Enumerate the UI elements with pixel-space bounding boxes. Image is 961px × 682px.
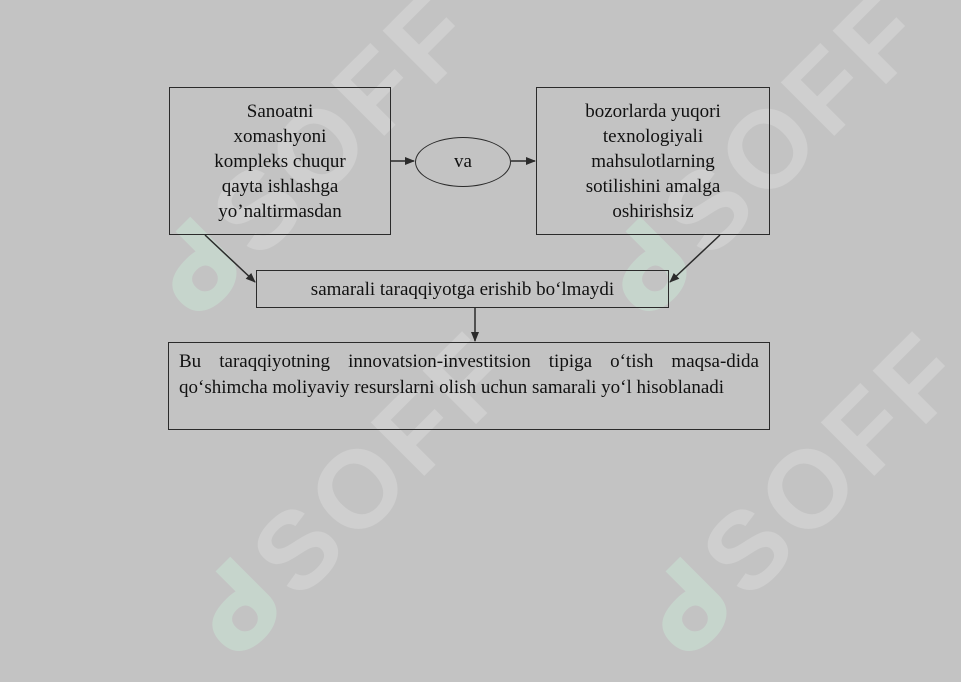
condition-box-right-text: bozorlarda yuqori texnologiyali mahsulot… <box>585 100 721 222</box>
connector-oval-text: va <box>454 151 472 172</box>
conclusion-box: Bu taraqqiyotning innovatsion-investitsi… <box>168 342 770 430</box>
arrow-left-to-mid <box>204 234 256 283</box>
flow-diagram: Sanoatni xomashyoni kompleks chuqur qayt… <box>168 87 770 430</box>
result-box-text: samarali taraqqiyotga erishib bo‘lmaydi <box>310 278 615 300</box>
diagram-arrows <box>204 157 721 342</box>
condition-box-left: Sanoatni xomashyoni kompleks chuqur qayt… <box>169 87 391 235</box>
result-box: samarali taraqqiyotga erishib bo‘lmaydi <box>256 270 669 308</box>
connector-oval: va <box>415 137 511 187</box>
condition-box-left-text: Sanoatni xomashyoni kompleks chuqur qayt… <box>214 100 346 222</box>
conclusion-box-text: Bu taraqqiyotning innovatsion-investitsi… <box>179 351 759 398</box>
condition-box-right: bozorlarda yuqori texnologiyali mahsulot… <box>536 87 770 235</box>
arrow-right-to-mid <box>669 234 721 283</box>
